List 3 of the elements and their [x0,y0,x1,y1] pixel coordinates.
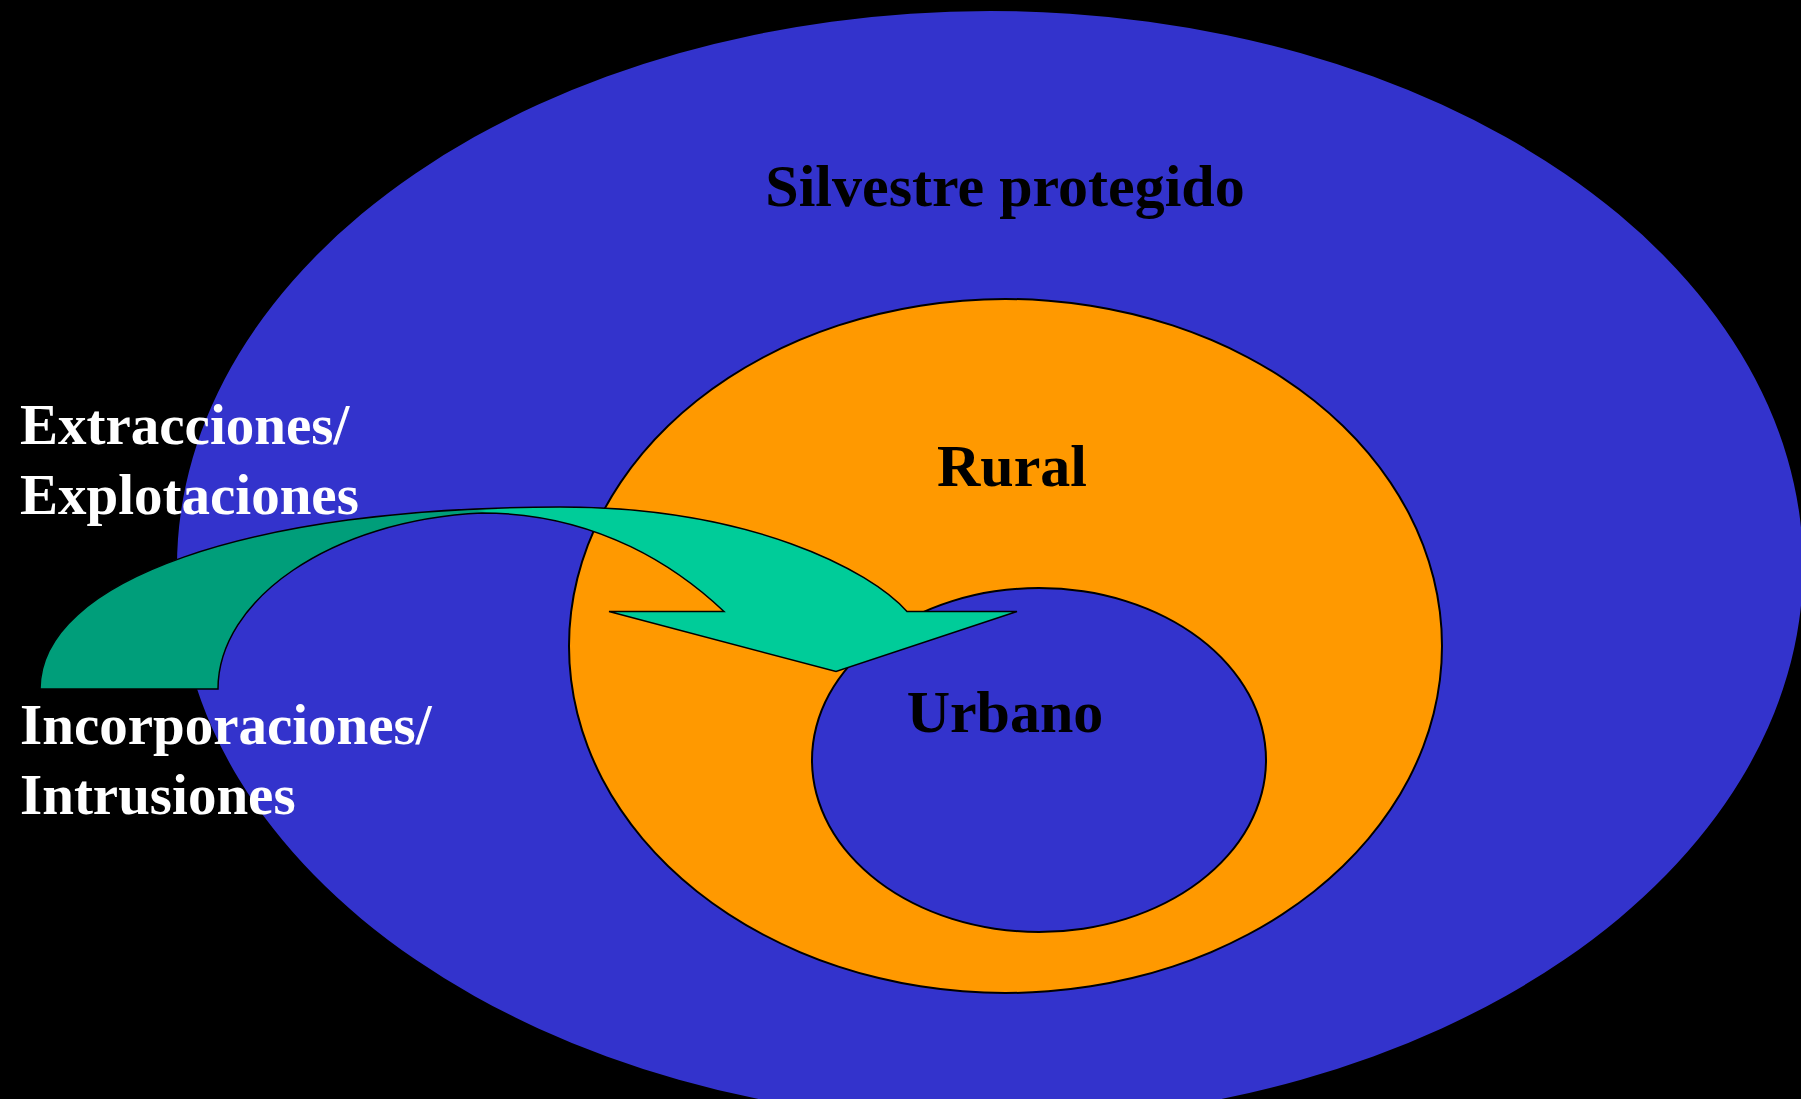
region-label: Rural [937,436,1087,496]
curved-block-arrow [39,506,1018,690]
region-label: Urbano [906,682,1104,742]
